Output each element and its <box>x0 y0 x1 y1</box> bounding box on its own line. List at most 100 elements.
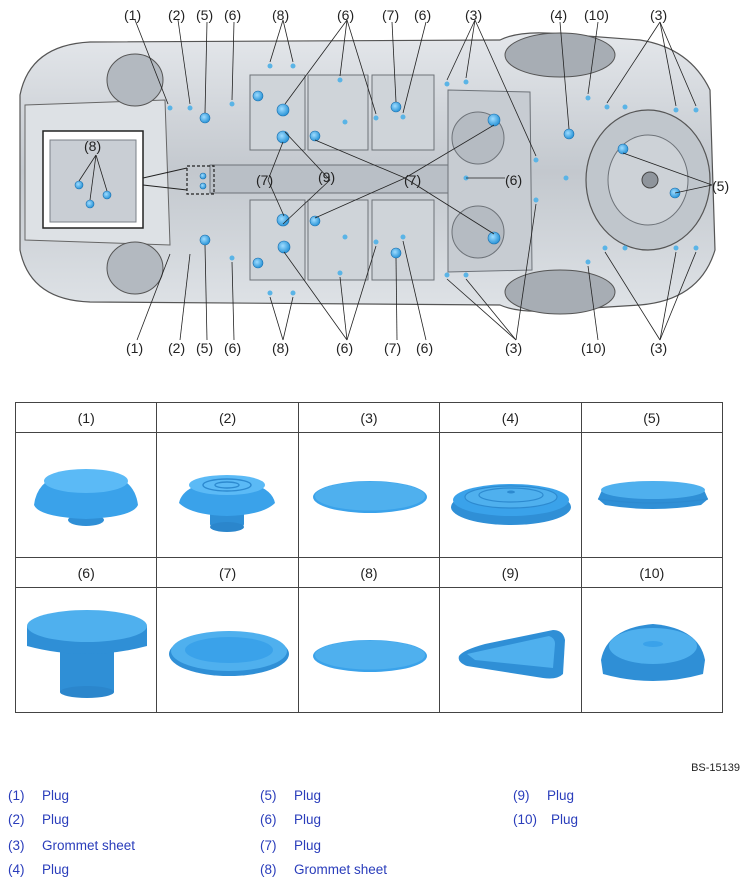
part-code: (4) <box>439 402 582 433</box>
callout-label: (6) <box>336 340 354 356</box>
callout-label: (7) <box>382 7 400 23</box>
legend-item: (2) Plug <box>0 812 69 827</box>
callout-label: (3) <box>650 340 668 356</box>
legend-number: (4) <box>8 862 25 877</box>
callout-label: (4) <box>550 7 568 23</box>
flat-sheet-icon <box>312 640 427 672</box>
legend-item: (1) Plug <box>0 788 69 803</box>
triangular-plug-icon <box>459 630 566 679</box>
legend-label: Plug <box>547 788 575 803</box>
callout-label: (6) <box>416 340 434 356</box>
cylinder-plug-icon <box>27 610 148 698</box>
dome-cap-plug-icon <box>600 624 705 681</box>
plug-marker <box>276 130 290 144</box>
callout-label: (6) <box>224 340 242 356</box>
plug-marker <box>563 128 575 140</box>
plug-marker <box>252 257 264 269</box>
part-image-cell <box>297 587 441 713</box>
callout-label: (5) <box>196 7 214 23</box>
legend-item: (3) Grommet sheet <box>0 838 135 853</box>
part-image-cell <box>580 432 724 558</box>
legend-item: (4) Plug <box>0 862 69 877</box>
legend-label: Plug <box>294 788 322 803</box>
callout-label: (6) <box>224 7 242 23</box>
legend-item: (8)Grommet sheet <box>252 862 387 877</box>
legend-item: (6) Plug <box>252 812 321 827</box>
plug-marker <box>617 143 629 155</box>
callout-label: (6) <box>505 172 523 188</box>
callout-label: (8) <box>272 340 290 356</box>
callout-label: (3) <box>650 7 668 23</box>
callout-label: (5) <box>712 178 730 194</box>
part-image-cell <box>14 432 158 558</box>
plug-marker <box>199 172 207 180</box>
legend-label: Plug <box>42 862 70 877</box>
plug-marker <box>309 215 321 227</box>
part-image-cell <box>580 587 724 713</box>
domed-plug-icon <box>34 469 139 526</box>
part-code: (2) <box>156 402 299 433</box>
legend-number: (8) <box>260 862 277 877</box>
part-code: (9) <box>439 557 582 588</box>
callout-label: (7) <box>256 172 274 188</box>
legend-item: (7) Plug <box>252 838 321 853</box>
legend-number: (6) <box>260 812 277 827</box>
part-code: (3) <box>297 402 441 433</box>
low-cap-plug-icon <box>597 481 708 509</box>
plug-marker <box>487 231 501 245</box>
part-image-cell <box>14 587 158 713</box>
plug-marker <box>487 113 501 127</box>
callout-label: (10) <box>584 7 609 23</box>
part-code: (8) <box>297 557 441 588</box>
part-code: (1) <box>14 402 158 433</box>
plug-marker <box>74 180 84 190</box>
legend-number: (9) <box>513 788 530 803</box>
legend-label: Plug <box>294 838 322 853</box>
legend: (1) Plug (2) Plug (3) Grommet sheet (4) Plug… <box>0 784 750 884</box>
callout-label: (3) <box>505 340 523 356</box>
part-image-cell <box>156 587 299 713</box>
legend-item: (5)Plug <box>252 788 321 803</box>
part-image-cell <box>439 587 582 713</box>
legend-label: Plug <box>294 812 322 827</box>
plug-markers <box>74 19 713 341</box>
legend-label: Plug <box>551 812 579 827</box>
callout-label: (3) <box>465 7 483 23</box>
ringed-dome-plug-icon <box>178 475 275 532</box>
part-code: (7) <box>156 557 299 588</box>
legend-number: (2) <box>8 812 25 827</box>
legend-number: (1) <box>8 788 25 803</box>
plug-marker <box>390 247 402 259</box>
callout-label: (1) <box>126 340 144 356</box>
plug-marker <box>309 130 321 142</box>
large-ringed-plug-icon <box>451 484 572 525</box>
part-code: (5) <box>580 402 724 433</box>
plug-marker <box>199 234 211 246</box>
plug-marker <box>390 101 402 113</box>
part-code: (10) <box>580 557 724 588</box>
parts-table: (1) (2) (3) (4) (5) <box>14 402 724 713</box>
legend-label: Plug <box>42 812 70 827</box>
legend-item: (10)Plug <box>505 812 578 827</box>
legend-label: Plug <box>42 788 70 803</box>
underbody-illustration <box>19 32 716 315</box>
part-image-cell <box>156 432 299 558</box>
dish-plug-icon <box>168 631 289 676</box>
callout-label: (10) <box>581 340 606 356</box>
callout-label: (2) <box>168 340 186 356</box>
legend-label: Grommet sheet <box>42 838 136 853</box>
part-image-cell <box>439 432 582 558</box>
callout-label: (8) <box>272 7 290 23</box>
inset-callout-label: (8) <box>84 138 102 154</box>
legend-number: (7) <box>260 838 277 853</box>
callout-label: (9) <box>318 169 336 185</box>
part-code: (6) <box>14 557 158 588</box>
legend-number: (3) <box>8 838 25 853</box>
plug-marker <box>199 182 207 190</box>
callout-label: (6) <box>337 7 355 23</box>
callout-label: (5) <box>196 340 214 356</box>
legend-item: (9) Plug <box>505 788 574 803</box>
plug-marker <box>252 90 264 102</box>
callout-label: (1) <box>124 7 142 23</box>
plug-marker <box>277 240 291 254</box>
